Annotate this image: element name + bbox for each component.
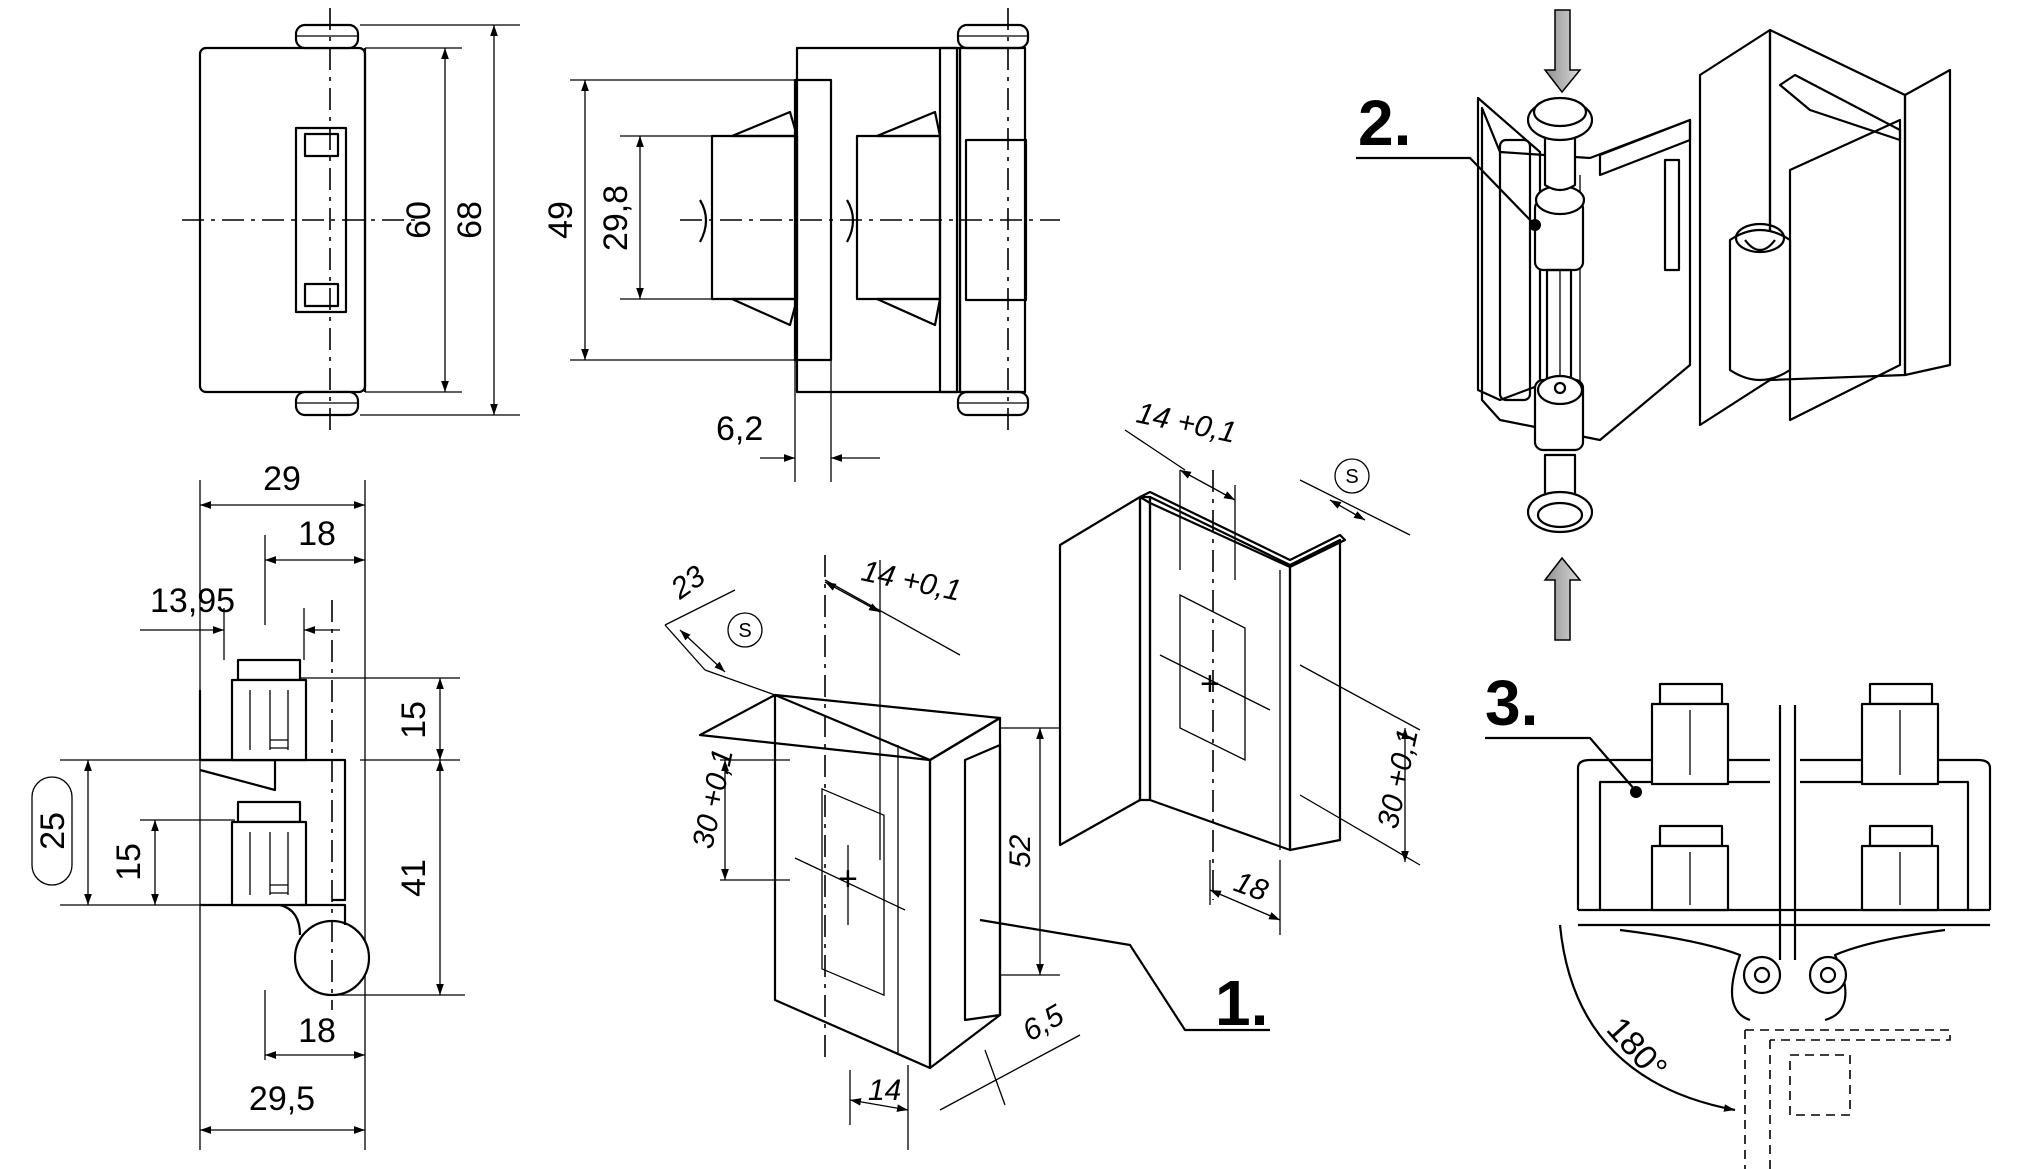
hinge-assembly-step-2: 2.	[1356, 9, 1952, 641]
front-view: 60 68	[182, 8, 520, 430]
side-view: 49 29,8 6,2	[542, 8, 1060, 482]
connector-quad	[1650, 682, 1940, 912]
step-3-label: 3.	[1485, 667, 1538, 739]
dim-6-2: 6,2	[716, 410, 763, 448]
dim-15-top: 15	[395, 701, 433, 739]
s-symbol-right: S	[1345, 466, 1358, 488]
cutout-right-profile: + 14 +0,1 S 30 +0,1 18	[1058, 397, 1425, 935]
dim-49: 49	[542, 201, 580, 239]
step-2-label: 2.	[1358, 87, 1411, 159]
dim-23: 23	[664, 559, 711, 606]
dim-60: 60	[400, 201, 438, 239]
connector-block-lower	[230, 800, 308, 907]
dim-18-top: 18	[298, 515, 336, 553]
dim-41: 41	[395, 859, 433, 897]
dim-15-left: 15	[110, 843, 148, 881]
dim-14-tol-right: 14 +0,1	[1134, 397, 1240, 450]
connector-block-upper	[230, 658, 308, 762]
dim-25: 25	[34, 812, 72, 850]
svg-text:+: +	[838, 860, 858, 898]
dim-52: 52	[1004, 834, 1037, 868]
section-view: 29 18 13,95 15 25 15 41 18 29,5	[31, 460, 465, 1150]
dim-29-8: 29,8	[597, 185, 635, 251]
cutout-left-profile: + 23 S 14 +0,1 30 +0,1 52 6,5 14	[664, 555, 1081, 1150]
step-1-callout: 1.	[979, 918, 1270, 1039]
dim-68: 68	[451, 201, 489, 239]
dim-14-tol-left: 14 +0,1	[859, 555, 965, 608]
dim-29-5: 29,5	[249, 1080, 315, 1118]
dim-13-95: 13,95	[150, 582, 235, 620]
s-symbol-left: S	[738, 620, 751, 642]
svg-text:+: +	[1200, 665, 1220, 703]
dim-14-left: 14	[868, 1074, 901, 1107]
dim-18-bottom: 18	[298, 1012, 336, 1050]
dim-29: 29	[263, 460, 301, 498]
dim-30-tol-left: 30 +0,1	[687, 746, 740, 852]
hinge-section-step-3: 180° 3.	[1485, 667, 1992, 1169]
dim-6-5: 6,5	[1017, 998, 1070, 1048]
dim-30-tol-right: 30 +0,1	[1372, 726, 1425, 832]
step-1-label: 1.	[1215, 967, 1268, 1039]
